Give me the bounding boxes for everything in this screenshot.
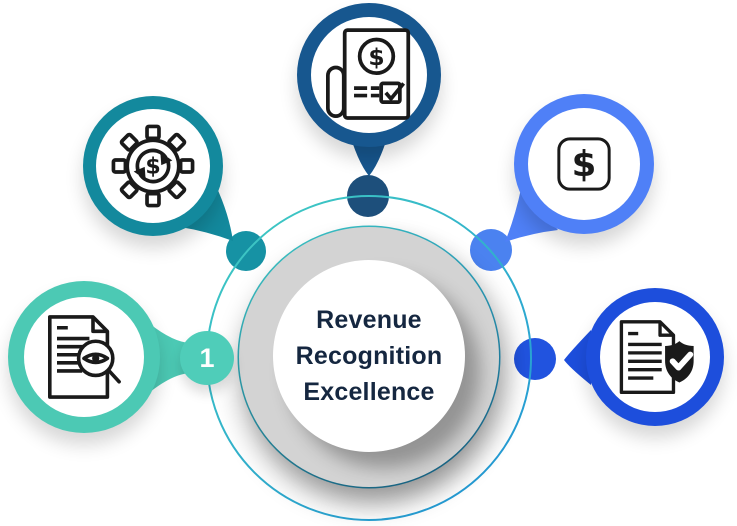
dollar-glyph: $ [368,43,384,71]
center-title: Revenue Recognition Excellence [296,302,443,410]
bubble-upper-right: $ [514,94,654,234]
neck-left-bubble [150,324,190,392]
bubble-right-inner [600,302,710,412]
tail-upper-right-bubble [505,189,558,242]
donut-edge-ring [237,225,501,489]
step-badge-label: 1 [199,342,215,373]
sync-arrowhead-top [160,152,173,166]
gear-dollar-sync-icon: $ [111,124,195,208]
bubble-top-inner: $ [311,17,427,133]
gear-teeth [111,124,195,208]
bubble-upper-left: $ [83,96,223,236]
invoice-dollar-check-icon: $ [326,28,411,120]
sync-arrowhead-bottom [133,166,146,180]
document-eye-magnifier-icon [48,315,121,399]
center-circle: Revenue Recognition Excellence [273,260,465,452]
connector-dot-right [514,338,556,380]
center-title-line-2: Recognition [295,342,443,370]
shield-checkmark [669,351,694,371]
dollar-glyph: $ [572,144,597,185]
bubble-upper-right-inner: $ [528,108,640,220]
bubble-top: $ [297,3,441,147]
center-title-line-3: Excellence [303,378,435,406]
dollar-glyph: $ [145,154,160,179]
center-title-line-1: Revenue [316,306,422,334]
step-badge: 1 [180,331,234,385]
dollar-square-icon: $ [557,137,611,191]
document-shield-check-icon [619,319,694,394]
bubble-left [8,281,160,433]
bubble-left-inner [24,297,144,417]
bubble-right [586,288,724,426]
bubble-upper-left-inner: $ [96,109,210,223]
tail-right-bubble [564,330,591,385]
tail-upper-left-bubble [180,186,233,241]
